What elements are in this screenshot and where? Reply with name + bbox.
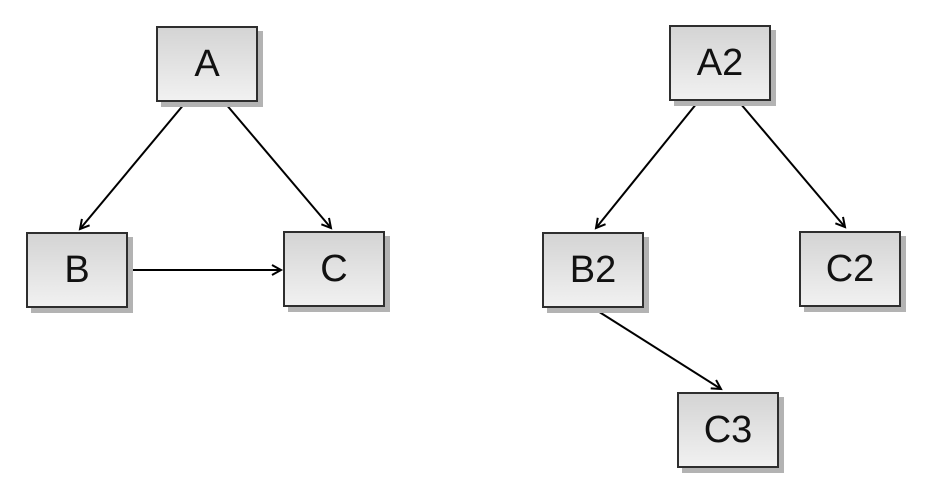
node-a[interactable]: A xyxy=(156,26,258,102)
node-c[interactable]: C xyxy=(283,231,385,307)
edge-a2-to-b2[interactable] xyxy=(594,102,698,230)
node-c3-label: C3 xyxy=(703,409,753,451)
edge-a-to-b[interactable] xyxy=(78,102,186,231)
node-c2-label: C2 xyxy=(825,248,875,290)
node-c3[interactable]: C3 xyxy=(677,392,779,468)
node-b[interactable]: B xyxy=(26,232,128,308)
edge-b2-to-c3[interactable] xyxy=(592,307,723,391)
edge-a-to-c[interactable] xyxy=(224,102,333,230)
node-b2[interactable]: B2 xyxy=(542,232,644,308)
node-b2-label: B2 xyxy=(569,249,617,291)
node-c-label: C xyxy=(320,248,348,290)
node-a2[interactable]: A2 xyxy=(669,25,771,101)
edge-a2-to-c2[interactable] xyxy=(739,102,847,229)
node-a-label: A xyxy=(194,43,220,85)
node-b-label: B xyxy=(64,249,90,291)
node-a2-label: A2 xyxy=(696,42,744,84)
node-c2[interactable]: C2 xyxy=(799,231,901,307)
